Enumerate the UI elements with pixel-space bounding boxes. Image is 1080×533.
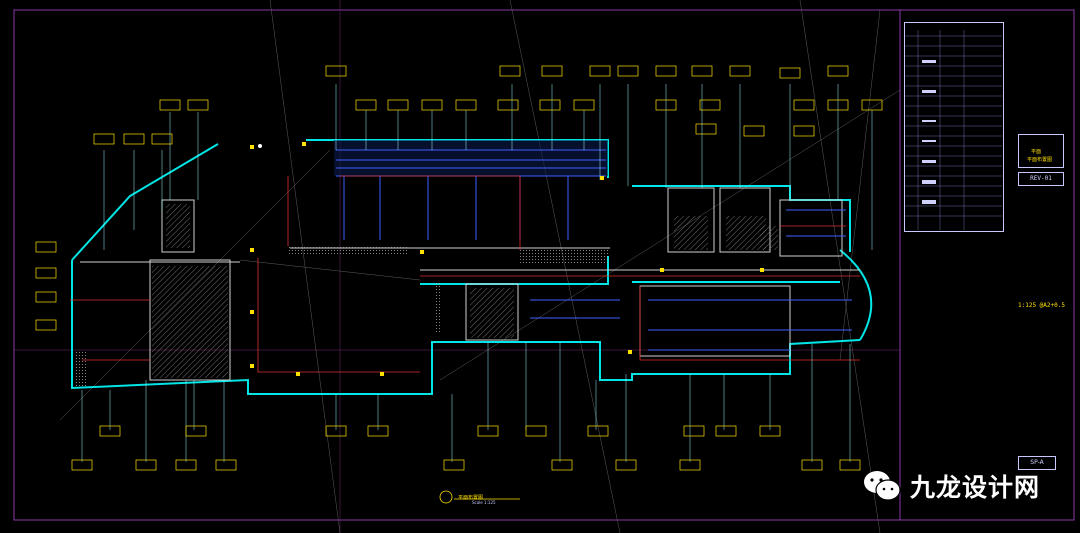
plan-caption-scale: Scale 1:125 bbox=[472, 500, 496, 505]
sheet-number: SP-A bbox=[1018, 456, 1056, 470]
watermark: 九龙设计网 bbox=[862, 466, 1062, 506]
title-block: 平面 平面布置图 bbox=[1018, 134, 1064, 168]
plan-caption-symbol bbox=[439, 490, 520, 504]
construction-lines bbox=[59, 0, 901, 533]
plan-caption: 平面布置图 bbox=[458, 495, 484, 501]
scale-label: 1:125 @A2+0.5 bbox=[1018, 302, 1065, 309]
hatched-zones bbox=[76, 140, 778, 388]
watermark-text: 九龙设计网 bbox=[910, 473, 1041, 502]
annotation-tags bbox=[35, 65, 883, 471]
bottom-leader-lines bbox=[81, 342, 851, 462]
legend-panel bbox=[904, 22, 1004, 232]
column-markers bbox=[250, 142, 764, 376]
wechat-icon bbox=[862, 469, 902, 503]
title-line-1: 平面 bbox=[1031, 149, 1042, 155]
legend-table-lines bbox=[904, 30, 1002, 230]
legend-symbols bbox=[922, 60, 936, 204]
top-leader-lines bbox=[103, 84, 873, 250]
red-system-lines bbox=[70, 175, 860, 373]
title-line-2: 平面布置图 bbox=[1027, 157, 1053, 163]
revision-label: REV-01 bbox=[1018, 172, 1064, 186]
